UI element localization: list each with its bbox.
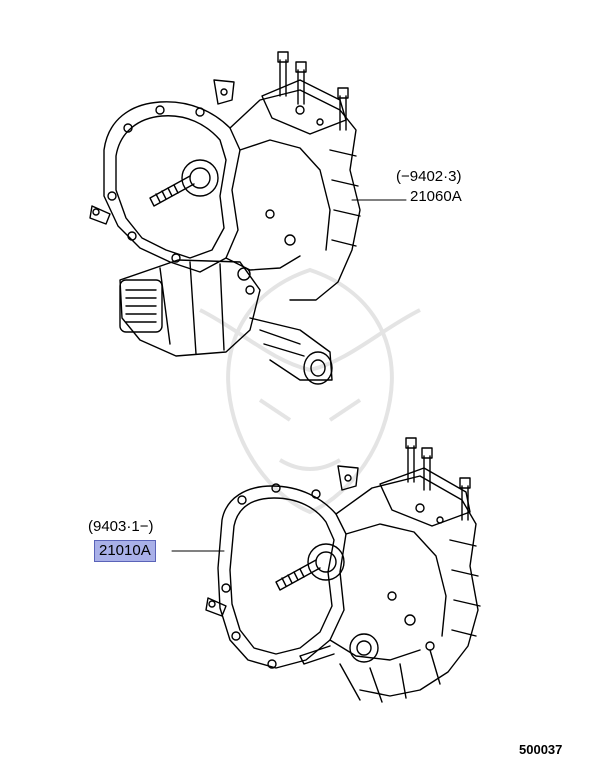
upper-date-range: (−9402·3) [396,168,462,185]
diagram-code: 500037 [519,742,563,757]
upper-part-number[interactable]: 21060A [410,188,462,205]
lower-transmission-assembly [205,437,481,703]
upper-transmission-assembly [89,51,361,385]
lower-date-range: (9403·1−) [88,518,154,535]
watermark-crest [199,267,421,515]
lower-part-number-highlighted[interactable]: 21010A [94,540,156,562]
